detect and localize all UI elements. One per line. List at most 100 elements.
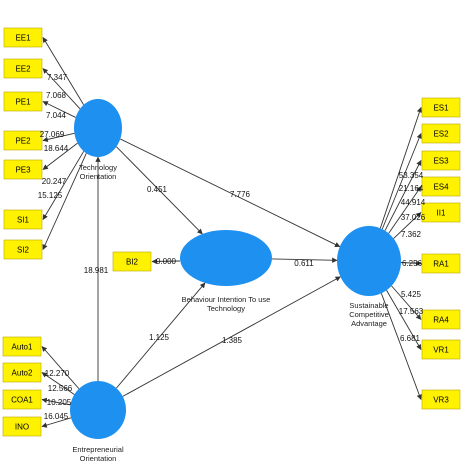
loading-value: 16.045 [44, 412, 69, 421]
sust-loading-arrow [393, 212, 422, 239]
indicator-es4-box [421, 176, 461, 197]
indicator-auto1-label: Auto1 [12, 343, 33, 352]
loading-value: 12.566 [48, 384, 73, 393]
indicator-ee2-label: EE2 [15, 65, 31, 74]
indicator-ee2-box [3, 58, 43, 79]
indicator-si2-box [3, 239, 43, 260]
entre-loading-arrow [41, 397, 71, 406]
indicator-es2-box [421, 123, 461, 144]
loading-value: 18.644 [44, 144, 69, 153]
indicator-ra1-box [421, 253, 461, 274]
indicator-es3-box [421, 150, 461, 171]
indicator-auto1-box [2, 336, 42, 357]
loading-value: 37.026 [401, 213, 426, 222]
path-coefficient-tech_behav: 0.451 [147, 185, 168, 194]
indicator-ino-label: INO [15, 423, 29, 432]
loading-value: 17.563 [399, 307, 424, 316]
indicator-pe2-box [3, 130, 43, 151]
indicator-es3-label: ES3 [433, 157, 449, 166]
indicator-ra4-box [421, 309, 461, 330]
loading-value: 53.354 [399, 171, 424, 180]
construct-label-entre: Entrepreneurial [72, 445, 124, 454]
tech-loading-arrow [42, 37, 85, 106]
indicator-ee1-box [3, 27, 43, 48]
indicator-si1-label: SI1 [17, 216, 30, 225]
path-entre-to-behav [116, 282, 206, 389]
entre-loading-arrow [41, 372, 75, 395]
construct-label-tech: Technology [79, 163, 117, 172]
loading-value: 27.069 [40, 130, 65, 139]
loading-value: 7.347 [47, 73, 68, 82]
tech-loading-arrow [42, 151, 85, 220]
construct-behav [180, 230, 272, 286]
construct-entre [70, 381, 126, 439]
loading-value: 6.256 [402, 259, 423, 268]
sust-loading-arrow [384, 160, 422, 231]
loading-value: 15.125 [38, 191, 63, 200]
construct-tech [74, 99, 122, 157]
tech-loading-arrow [42, 142, 78, 170]
loading-value: 5.425 [401, 290, 422, 299]
loading-value: 12.270 [45, 369, 70, 378]
indicator-vr1-box [421, 339, 461, 360]
path-coefficient-entre_sust: 1.385 [222, 336, 243, 345]
indicator-pe1-box [3, 91, 43, 112]
sust-loading-arrow [380, 293, 422, 401]
construct-label-behav: Behaviour Intention To use [182, 295, 271, 304]
loading-value: 7.068 [46, 91, 67, 100]
construct-sust [337, 226, 401, 296]
loading-value: 6.681 [400, 334, 421, 343]
path-entre-to-sust [122, 276, 341, 397]
path-coefficient-entre_behav: 1.125 [149, 333, 170, 342]
construct-label-tech: Orientation [80, 172, 117, 181]
indicator-si2-label: SI2 [17, 246, 30, 255]
indicator-bi2-label: BI2 [126, 258, 139, 267]
construct-label-behav: Technology [207, 304, 245, 313]
indicator-ino-box [2, 416, 42, 437]
entre-loading-arrow [41, 417, 72, 428]
sust-loading-arrow [400, 260, 422, 266]
indicator-pe1-label: PE1 [15, 98, 31, 107]
indicator-pe3-label: PE3 [15, 166, 31, 175]
path-tech-to-sust [120, 138, 341, 248]
indicator-es1-box [421, 97, 461, 118]
path-behav-to-sust [271, 257, 338, 263]
construct-label-sust: Advantage [351, 319, 387, 328]
tech-loading-arrow [42, 132, 75, 143]
indicator-vr3-label: VR3 [433, 396, 449, 405]
indicator-vr3-box [421, 389, 461, 410]
indicator-ra1-label: RA1 [433, 260, 449, 269]
loading-value: 7.044 [46, 111, 67, 120]
indicator-pe3-box [3, 159, 43, 180]
indicator-vr1-label: VR1 [433, 346, 449, 355]
tech-loading-arrow [42, 153, 87, 250]
indicator-es4-label: ES4 [433, 183, 449, 192]
indicator-ii1-box [421, 202, 461, 223]
behav-loading-arrow [151, 258, 181, 265]
indicator-coa1-label: COA1 [11, 396, 33, 405]
sust-loading-arrow [388, 186, 422, 234]
indicator-bi2-box [112, 251, 152, 272]
indicator-si1-box [3, 209, 43, 230]
indicator-auto2-label: Auto2 [12, 369, 33, 378]
construct-label-sust: Competitive [349, 310, 389, 319]
path-coefficient-tech_sust: 7.776 [230, 190, 251, 199]
indicator-ii1-label: II1 [437, 209, 446, 218]
loading-value: 21.164 [399, 184, 424, 193]
loading-value: 10.205 [47, 398, 72, 407]
construct-label-entre: Orientation [80, 454, 117, 463]
indicator-es1-label: ES1 [433, 104, 449, 113]
indicator-auto2-box [2, 362, 42, 383]
loading-value: 7.362 [401, 230, 422, 239]
path-tech-to-behav [116, 146, 203, 235]
sust-loading-arrow [386, 290, 422, 350]
path-coefficient-entre_tech: 18.981 [84, 266, 109, 275]
sust-loading-arrow [391, 285, 422, 320]
entre-loading-arrow [41, 346, 80, 390]
indicator-ee1-label: EE1 [15, 34, 31, 43]
tech-loading-arrow [42, 101, 76, 118]
loading-value: 44.914 [401, 198, 426, 207]
sust-loading-arrow [381, 132, 422, 230]
